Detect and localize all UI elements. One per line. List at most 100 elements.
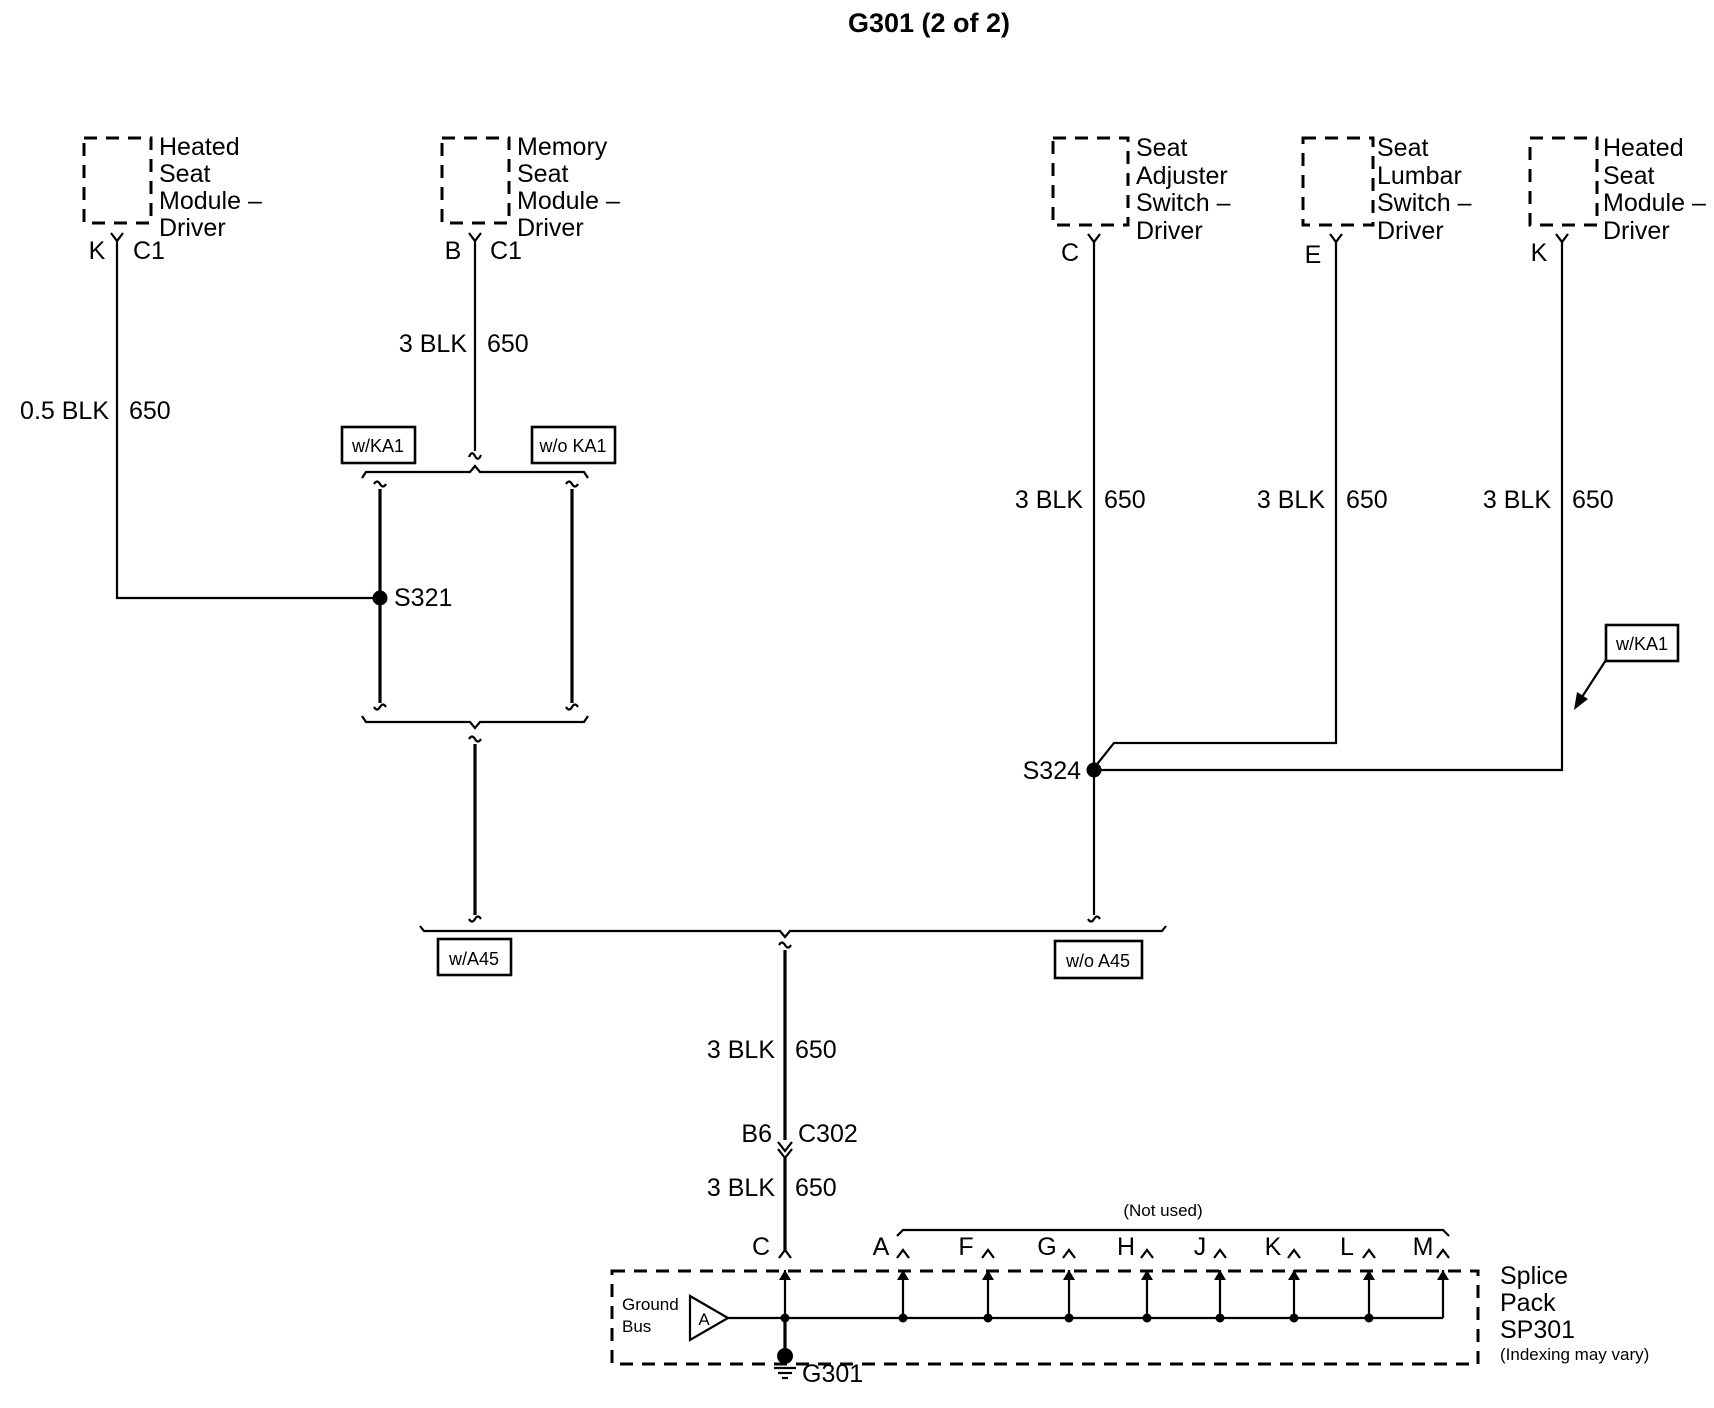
pin-label: B6 [741,1120,772,1148]
wire-circuit-label: 650 [795,1174,837,1202]
memory-seat-module: Memory Seat Module – Driver B C1 [440,133,620,265]
ground-bus-triangle-icon [688,1294,731,1342]
option-brace-bottom [361,715,589,730]
pin-label: K [1265,1233,1282,1261]
component-label-line: Driver [1377,217,1444,245]
component-label-line: Driver [159,214,226,242]
pin-label: K [89,237,106,265]
splice-pack-sp301: (Not used) C A F G H J K L M [610,1201,1649,1366]
component-label-line: Module – [159,187,262,215]
component-label-line: Heated [159,133,240,161]
pin-caret-icons [778,1248,1450,1259]
ground-eyelet-icon [777,1348,793,1364]
splice-label: S321 [394,584,452,612]
option-label: w/A45 [448,949,499,969]
wire-gauge-label: 3 BLK [707,1174,775,1202]
no-ka1-branch [565,480,579,711]
connector-label: C1 [133,237,165,265]
wire-circuit-label: 650 [795,1036,837,1064]
connector-label: C1 [490,237,522,265]
ground-bus-label: Bus [622,1317,651,1336]
wire-circuit-label: 650 [129,397,171,425]
wire-circuit-label: 650 [487,330,529,358]
component-label-line: Seat [1136,134,1187,162]
option-label: w/o KA1 [538,436,606,456]
pin-label: A [873,1233,890,1261]
splice-dot [1086,762,1102,778]
ground-bus-label: Ground [622,1295,679,1314]
component-label-line: Module – [517,187,620,215]
splice-pack-note: (Indexing may vary) [1500,1345,1649,1364]
splice-s324: S324 [1023,757,1102,923]
option-with-ka1-right: w/KA1 [1574,623,1680,710]
option-label: w/KA1 [351,436,404,456]
pin-label: C [752,1233,770,1261]
connector-arrow-icon [777,1141,793,1153]
component-label-line: Driver [1603,217,1670,245]
female-terminal-icon [1087,233,1101,244]
wire-gauge-label: 3 BLK [1483,486,1551,514]
component-label-line: Adjuster [1136,162,1228,190]
diagram-title: G301 (2 of 2) [848,8,1010,38]
female-terminal-icon [468,232,482,243]
connector-label: C302 [798,1120,858,1148]
pin-label: M [1413,1233,1434,1261]
component-label-line: Switch – [1136,189,1231,217]
wire-circuit-label: 650 [1346,486,1388,514]
component-label-line: Switch – [1377,189,1472,217]
component-label-line: Seat [1377,134,1428,162]
arrow-head-icon [1574,692,1588,710]
wire-circuit-label: 650 [1572,486,1614,514]
splice-pack-label-line: Splice [1500,1262,1568,1290]
option-without-ka1: w/o KA1 [530,425,617,465]
heated-seat-left-wire: 0.5 BLK 650 [20,241,380,600]
component-label-line: Seat [159,160,210,188]
ground-symbol-icon [774,1366,796,1380]
pin-label: K [1531,239,1548,267]
seat-lumbar-switch: Seat Lumbar Switch – Driver E [1301,134,1472,269]
splice-s321: S321 [372,584,452,612]
component-label-line: Seat [1603,162,1654,190]
wire-gauge-label: 3 BLK [399,330,467,358]
memory-trunk-wire [468,735,482,923]
female-terminal-icon [1555,233,1569,244]
main-ground-wire-lower: 3 BLK 650 [707,1158,837,1252]
option-label: w/o A45 [1065,951,1130,971]
component-label-line: Heated [1603,134,1684,162]
pin-label: F [958,1233,973,1261]
pin-label: G [1037,1233,1056,1261]
component-label-line: Module – [1603,189,1706,217]
pin-label: C [1061,239,1079,267]
pin-label: H [1117,1233,1135,1261]
memory-seat-wire: 3 BLK 650 [399,241,529,460]
not-used-label: (Not used) [1123,1201,1202,1220]
main-ground-wire: 3 BLK 650 [707,941,837,1140]
seat-adjuster-switch: Seat Adjuster Switch – Driver C [1051,134,1231,267]
pin-label: L [1340,1233,1354,1261]
option-arrow-icon [1581,659,1607,698]
ground-label: G301 [802,1360,863,1388]
option-with-a45: w/A45 [436,937,513,977]
wire-gauge-label: 3 BLK [1257,486,1325,514]
wire-gauge-label: 0.5 BLK [20,397,109,425]
inline-connector-c302: B6 C302 [741,1120,858,1160]
lumbar-wire: 3 BLK 650 [1093,242,1388,769]
ground-bus-marker: A [698,1310,710,1329]
wire-circuit-label: 650 [1104,486,1146,514]
component-label-line: Driver [517,214,584,242]
splice-pack-label-line: Pack [1500,1289,1556,1317]
female-terminal-icon [110,232,124,243]
splice-label: S324 [1023,757,1081,785]
pin-label: J [1194,1233,1207,1261]
bus-junction-dots [780,1313,1374,1323]
splice-pack-terminals [779,1270,1449,1318]
option-break-icon [467,452,483,460]
pin-label: B [445,237,462,265]
adjuster-wire: 3 BLK 650 [1015,242,1146,768]
option-brace-top [361,464,589,479]
female-terminal-icon [1329,233,1343,244]
component-label-line: Driver [1136,217,1203,245]
not-used-brace [896,1228,1450,1237]
component-label-line: Memory [517,133,608,161]
